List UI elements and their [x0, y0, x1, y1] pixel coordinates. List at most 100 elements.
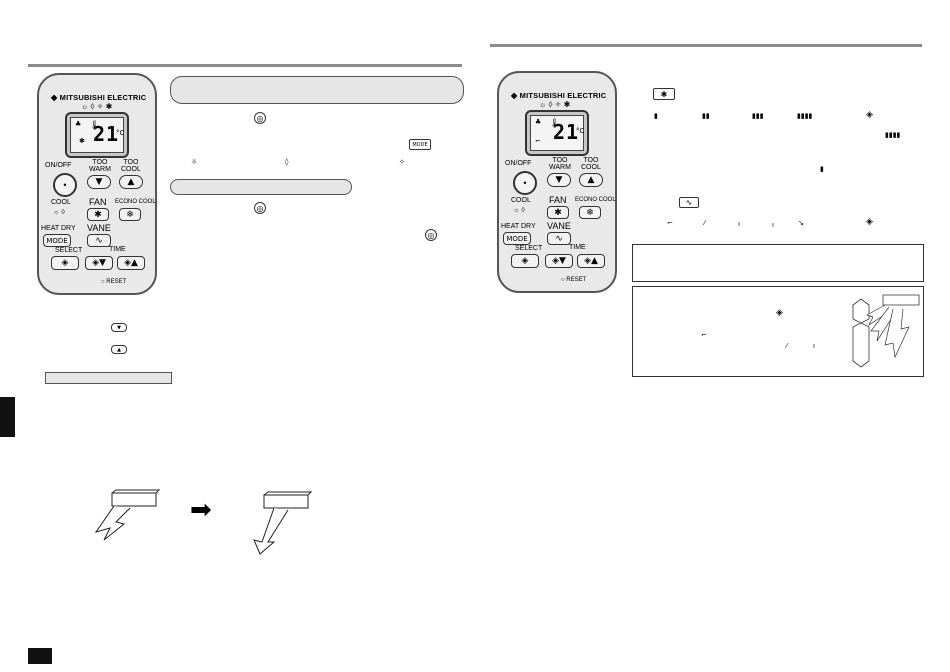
thermometer-icon-right: 🌡 [549, 119, 561, 129]
auto-vane-icon-2: ◈ [776, 308, 783, 318]
mode-button-icon: MODE [409, 139, 431, 150]
temp-down-button[interactable]: ▼ [87, 175, 111, 189]
econo-cool-button[interactable]: ❄ [119, 208, 141, 221]
vane-pos-3-icon-2: ı [813, 342, 815, 350]
temperature-display: 21 [93, 122, 120, 146]
fan-speed-low-icon: ▮ [820, 165, 824, 173]
section-heading-bar-1 [170, 76, 464, 104]
temperature-display-right: 21 [553, 120, 580, 144]
temp-up-icon: ▲ [111, 345, 127, 354]
airflow-illustration [852, 294, 920, 368]
fan-speed-4-icon: ▮▮▮▮ [797, 112, 813, 120]
left-header-rule [28, 64, 462, 67]
vane-pos-4-icon: ı [772, 221, 774, 229]
temp-down-button-right[interactable]: ▼ [547, 173, 571, 187]
remote-control-left: ◆ MITSUBISHI ELECTRIC ☼ ◊ ✧ ✱ ♣ 🌡 21 °C … [37, 73, 157, 295]
time-down-button[interactable]: ◈▼ [85, 256, 113, 270]
select-button-icon-3: ◎ [425, 229, 437, 241]
vane-indicator-icon-right: ⌐ [535, 137, 541, 145]
page-tab [28, 648, 52, 664]
econo-cool-button-right[interactable]: ❄ [579, 206, 601, 219]
brand-name: MITSUBISHI ELECTRIC [59, 93, 147, 102]
note-heading-bar [45, 372, 172, 384]
ac-unit-illustration-before [94, 489, 161, 541]
vane-pos-1-icon: ⌐ [667, 219, 673, 227]
fan-indicator-icon-right: ♣ [535, 118, 542, 126]
vane-button-icon: ∿ [679, 197, 699, 208]
caution-box: ◈ ⌐ ⁄ ı [632, 286, 924, 377]
fan-button[interactable]: ✱ [87, 208, 109, 221]
vane-label-right: VANE [547, 221, 571, 231]
on-off-label: ON/OFF [45, 162, 72, 169]
mode-button-right[interactable]: MODE [503, 232, 531, 245]
remote-control-right: ◆ MITSUBISHI ELECTRIC ☼ ◊ ✧ ✱ ♣ 🌡 21 °C … [497, 71, 617, 293]
temp-up-button[interactable]: ▲ [119, 175, 143, 189]
transition-arrow-icon: ➡ [190, 495, 212, 525]
vane-pos-1-icon-2: ⌐ [701, 331, 707, 339]
brand-name-right: MITSUBISHI ELECTRIC [519, 91, 607, 100]
select-button-right[interactable]: ◈ [511, 254, 539, 268]
mode-cool-label-right: COOL [511, 197, 531, 204]
vane-swing-icon: ↘ [798, 219, 804, 227]
fan-speed-max-icon: ▮▮▮▮ [885, 131, 901, 139]
time-label: TIME [109, 246, 126, 253]
vane-pos-2-icon: ⁄ [704, 219, 706, 227]
section-heading-bar-2 [170, 179, 352, 195]
temperature-unit: °C [116, 129, 125, 137]
on-off-button-right[interactable]: • [513, 171, 537, 195]
mitsubishi-diamond-icon: ◆ [51, 93, 58, 102]
select-label-right: SELECT [515, 245, 543, 252]
note-box [632, 244, 924, 282]
fan-indicator-icon: ♣ [75, 120, 82, 128]
lcd-frame-right: ♣ 🌡 21 °C ⌐ [525, 110, 589, 156]
mode-button[interactable]: MODE [43, 234, 71, 247]
on-off-label-right: ON/OFF [505, 160, 532, 167]
fan-speed-2-icon: ▮▮ [702, 112, 710, 120]
time-label-right: TIME [569, 244, 586, 251]
temperature-unit-right: °C [576, 127, 585, 135]
select-button[interactable]: ◈ [51, 256, 79, 270]
select-label: SELECT [55, 247, 83, 254]
temp-down-icon: ▼ [111, 323, 127, 332]
vane-button[interactable]: ∿ [87, 234, 111, 247]
reset-label: ○ RESET [101, 279, 127, 285]
heat-dry-label-right: HEAT DRY [501, 223, 536, 230]
lcd-screen: ♣ 🌡 21 °C ✱ [70, 117, 124, 153]
econo-cool-label: ECONO COOL [115, 199, 156, 205]
fan-speed-icon: ✱ [79, 137, 85, 145]
reset-label-right: ○ RESET [561, 277, 587, 283]
econo-cool-label-right: ECONO COOL [575, 197, 616, 203]
heat-mode-icon: ☼ [191, 158, 198, 166]
mode-icons: ☼ ◊ [53, 209, 65, 216]
on-off-button[interactable]: • [53, 173, 77, 197]
mode-cool-label: COOL [51, 199, 71, 206]
fan-label: FAN [89, 197, 107, 207]
vane-pos-3-icon: ı [738, 220, 740, 228]
brand-logo: ◆ MITSUBISHI ELECTRIC [51, 93, 146, 102]
ac-unit-illustration-after [253, 491, 313, 555]
lcd-screen-right: ♣ 🌡 21 °C ⌐ [530, 115, 584, 151]
fan-button-right[interactable]: ✱ [547, 206, 569, 219]
mitsubishi-diamond-icon-right: ◆ [511, 91, 518, 100]
time-up-button[interactable]: ◈▲ [117, 256, 145, 270]
select-button-icon: ◎ [254, 112, 266, 124]
heat-dry-label: HEAT DRY [41, 225, 76, 232]
select-button-icon-2: ◎ [254, 202, 266, 214]
time-up-button-right[interactable]: ◈▲ [577, 254, 605, 268]
thermometer-icon: 🌡 [89, 121, 101, 131]
dry-mode-icon: ◊ [285, 158, 289, 166]
vane-pos-2-icon-2: ⁄ [786, 342, 788, 350]
temp-up-button-right[interactable]: ▲ [579, 173, 603, 187]
side-tab [0, 397, 15, 437]
time-down-button-right[interactable]: ◈▼ [545, 254, 573, 268]
mode-icons-row-right: ☼ ◊ ✧ ✱ [539, 100, 571, 109]
fan-speed-3-icon: ▮▮▮ [752, 112, 764, 120]
right-header-rule [490, 44, 922, 47]
brand-logo-right: ◆ MITSUBISHI ELECTRIC [511, 91, 606, 100]
vane-button-right[interactable]: ∿ [547, 232, 571, 245]
vane-label: VANE [87, 223, 111, 233]
